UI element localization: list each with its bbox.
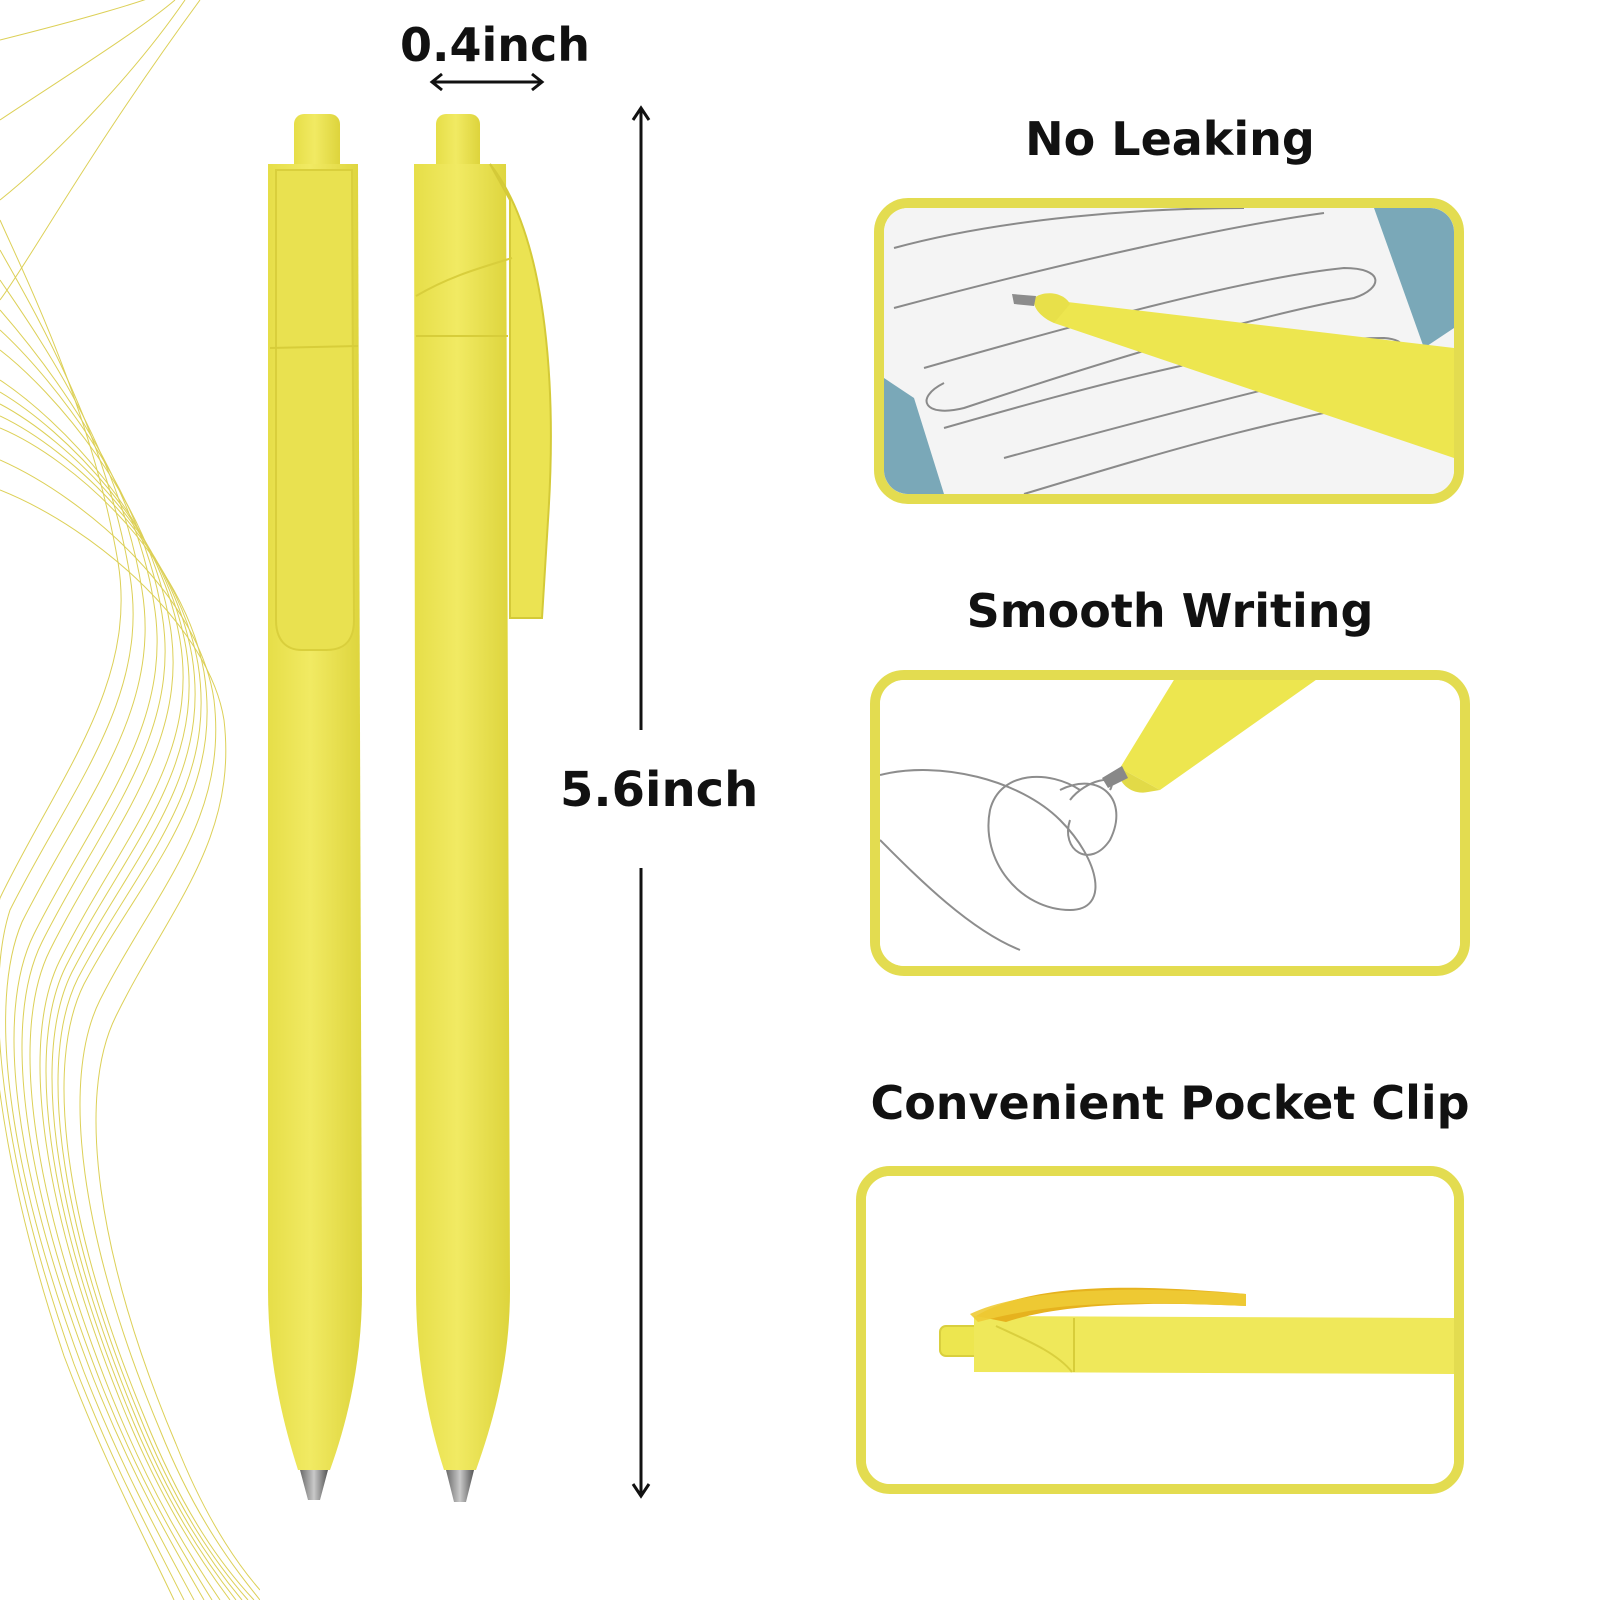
smooth-writing-illustration xyxy=(880,680,1460,966)
pocket-clip-illustration xyxy=(866,1176,1454,1484)
pen-front-view xyxy=(268,114,362,1500)
feature-title-no-leaking: No Leaking xyxy=(1025,112,1315,166)
feature-title-pocket-clip: Convenient Pocket Clip xyxy=(870,1076,1470,1130)
smooth-writing-photo-panel xyxy=(870,670,1470,976)
pen-side-view xyxy=(414,114,552,1502)
no-leaking-illustration xyxy=(884,208,1454,494)
height-dimension-label: 5.6inch xyxy=(560,762,759,818)
no-leaking-photo-panel xyxy=(874,198,1464,504)
wave-lines-background xyxy=(0,0,260,1600)
yellow-pens-image xyxy=(268,114,552,1502)
pocket-clip-photo-panel xyxy=(856,1166,1464,1494)
feature-title-smooth-writing: Smooth Writing xyxy=(966,584,1374,638)
width-dimension-label: 0.4inch xyxy=(400,18,591,72)
